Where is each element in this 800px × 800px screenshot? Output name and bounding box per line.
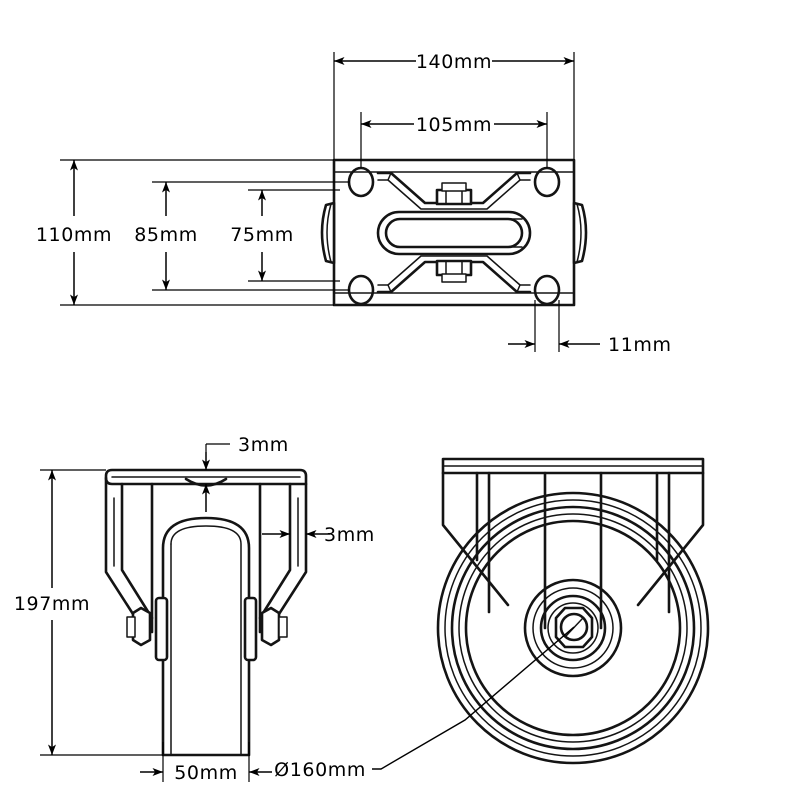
- dim-label-3-top: 3mm: [238, 434, 289, 456]
- fork-leg-left-profile: [320, 201, 336, 265]
- wheel-front-inner-edge: [170, 525, 242, 756]
- bolt-head-top: [435, 188, 473, 206]
- dim-label-75: 75mm: [230, 224, 294, 246]
- wheel-hub-outer: [523, 578, 623, 678]
- wheel-bearing-ring: [547, 602, 599, 654]
- rib-top-right-cap: [516, 172, 521, 181]
- bearing-block-left: [154, 596, 169, 662]
- wheel-rim-outer: [458, 513, 688, 743]
- wheel-rim-inner: [464, 519, 682, 737]
- reinforcement-rib-top-inner: [377, 179, 531, 210]
- reinforcement-rib-bottom-inner: [377, 255, 531, 286]
- rib-top-left-cap: [387, 172, 392, 181]
- fork-leg-right-inner: [576, 203, 582, 263]
- top-view-geometry: [320, 158, 588, 307]
- front-view-dimensions: 197mm 50mm 3mm 3mm: [14, 434, 375, 784]
- wheel-hub-inner: [539, 594, 607, 662]
- bolt-head-bottom: [435, 259, 473, 277]
- dim-label-50: 50mm: [174, 762, 238, 784]
- dim-label-197: 197mm: [14, 593, 90, 615]
- wheel-tire-inner: [450, 505, 696, 751]
- fork-leg-right-outer: [268, 482, 308, 630]
- wheel-front-profile: [161, 516, 251, 757]
- bearing-block-right: [243, 596, 258, 662]
- dim-label-110: 110mm: [36, 224, 112, 246]
- bolt-shank-top: [441, 182, 467, 192]
- top-view-dimensions: 140mm 105mm 110mm 85mm 75mm 11mm: [36, 51, 672, 356]
- fork-leg-right-inner: [258, 482, 292, 620]
- fork-leg-left-inner: [120, 482, 154, 620]
- fork-leg-left-inner: [326, 203, 332, 263]
- dim-label-85: 85mm: [134, 224, 198, 246]
- mounting-hole-bottom-right: [533, 274, 561, 306]
- dim-label-11: 11mm: [608, 334, 672, 356]
- rib-bottom-right-cap: [516, 284, 521, 293]
- axle-nut-left: [131, 606, 152, 647]
- dim-label-160: Ø160mm: [274, 759, 366, 781]
- front-view-geometry: [104, 468, 308, 757]
- wheel-tire-mid-1: [444, 499, 702, 757]
- center-slot-outer: [376, 210, 532, 256]
- leader-line-160: [372, 626, 575, 770]
- dim-label-140: 140mm: [416, 51, 492, 73]
- rib-bottom-left-cap: [387, 284, 392, 293]
- fork-leg-left-outer: [104, 476, 144, 630]
- side-bracket-left-taper: [441, 471, 510, 607]
- axle-bolt-left: [126, 616, 136, 638]
- axle-bolt-right: [278, 616, 288, 638]
- axle-nut-right: [260, 606, 281, 647]
- wheel-hub-mid: [532, 587, 614, 669]
- dim-label-105: 105mm: [416, 114, 492, 136]
- fork-top-plate: [104, 468, 308, 486]
- dim-label-3-side: 3mm: [324, 524, 375, 546]
- side-view-dimensions: Ø160mm: [274, 626, 575, 781]
- side-bracket-right-taper: [636, 471, 705, 607]
- wheel-tire-outer: [436, 491, 710, 765]
- bolt-shank-bottom: [441, 273, 467, 283]
- fork-leg-right-profile: [572, 201, 588, 265]
